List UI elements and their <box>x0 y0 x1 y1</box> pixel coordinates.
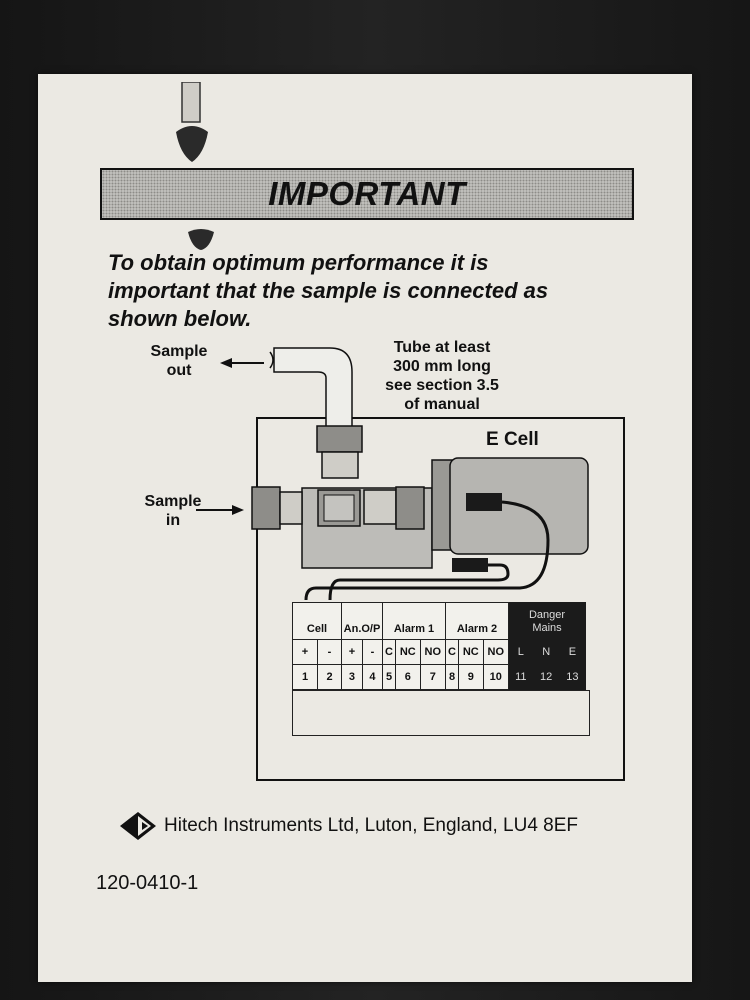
important-banner: IMPORTANT <box>100 168 634 220</box>
intro-line-1: To obtain optimum performance it is <box>108 250 489 275</box>
tube-note: Tube at least 300 mm long see section 3.… <box>362 338 522 414</box>
terminal-sign: NC <box>458 639 484 665</box>
sample-out-line-1: Sample <box>150 343 208 360</box>
group-cell: Cell <box>292 602 342 640</box>
sample-in-line-2: in <box>165 512 181 529</box>
e-cell-label: E Cell <box>486 429 539 450</box>
group-alarm-1: Alarm 1 <box>382 602 446 640</box>
terminal-number: 5 <box>382 664 396 690</box>
outlet-tube <box>273 347 353 429</box>
terminal-number: 1 <box>291 664 319 690</box>
sample-in-line-1: Sample <box>144 493 202 510</box>
part-number: 120-0410-1 <box>96 872 199 894</box>
terminal-number: 6 <box>395 664 421 690</box>
mains-label: Mains <box>532 622 562 634</box>
rivet-icon <box>188 229 214 250</box>
terminal-number: 11 <box>508 664 534 690</box>
tube-note-line-1: Tube at least <box>393 339 491 356</box>
terminal-header-row: Cell An.O/P Alarm 1 Alarm 2 Danger Mains <box>292 602 586 640</box>
terminal-sign: NC <box>395 639 421 665</box>
sample-in-label: Sample in <box>128 492 218 530</box>
arrow-right-icon <box>196 505 244 515</box>
terminal-sign: E <box>558 639 587 665</box>
terminal-sign: N <box>532 639 560 665</box>
terminal-sign: L <box>508 639 534 665</box>
terminal-sign: - <box>361 639 384 665</box>
terminal-number: 12 <box>532 664 560 690</box>
terminal-sign: C <box>382 639 396 665</box>
terminal-sign: + <box>341 639 363 665</box>
terminal-sign: + <box>291 639 319 665</box>
intro-line-3: shown below. <box>108 306 252 331</box>
group-alarm-2: Alarm 2 <box>445 602 509 640</box>
tube-note-line-4: of manual <box>404 396 480 413</box>
screw-head-icon <box>176 82 208 162</box>
terminal-sign-row: + - + - C NC NO C NC NO L N E <box>291 639 587 665</box>
group-danger-mains: Danger Mains <box>508 602 586 640</box>
sample-out-label: Sample out <box>138 342 220 380</box>
terminal-number-row: 1 2 3 4 5 6 7 8 9 10 11 12 13 <box>291 664 587 690</box>
company-footer: Hitech Instruments Ltd, Luton, England, … <box>118 810 578 842</box>
group-analog-output: An.O/P <box>341 602 383 640</box>
terminal-number: 8 <box>445 664 459 690</box>
banner-title: IMPORTANT <box>268 175 466 212</box>
enclosure-outline <box>256 417 625 781</box>
terminal-number: 4 <box>361 664 384 690</box>
sample-out-line-2: out <box>166 362 192 379</box>
cube-logo-icon <box>120 812 156 840</box>
company-address: Hitech Instruments Ltd, Luton, England, … <box>164 815 579 836</box>
danger-label: Danger <box>528 609 566 621</box>
terminal-sign: NO <box>482 639 510 665</box>
terminal-sign: NO <box>419 639 447 665</box>
terminal-number: 13 <box>558 664 587 690</box>
terminal-cover-strip <box>292 690 590 736</box>
tube-note-line-3: see section 3.5 <box>385 377 499 394</box>
terminal-sign: C <box>445 639 459 665</box>
terminal-number: 3 <box>341 664 363 690</box>
terminal-number: 2 <box>317 664 342 690</box>
terminal-number: 7 <box>419 664 447 690</box>
tube-note-line-2: 300 mm long <box>393 358 491 375</box>
intro-line-2: important that the sample is connected a… <box>108 278 549 303</box>
terminal-block: Cell An.O/P Alarm 1 Alarm 2 Danger Mains… <box>291 602 587 690</box>
terminal-number: 9 <box>458 664 484 690</box>
terminal-sign: - <box>317 639 342 665</box>
arrow-left-icon <box>220 358 264 368</box>
terminal-number: 10 <box>482 664 510 690</box>
